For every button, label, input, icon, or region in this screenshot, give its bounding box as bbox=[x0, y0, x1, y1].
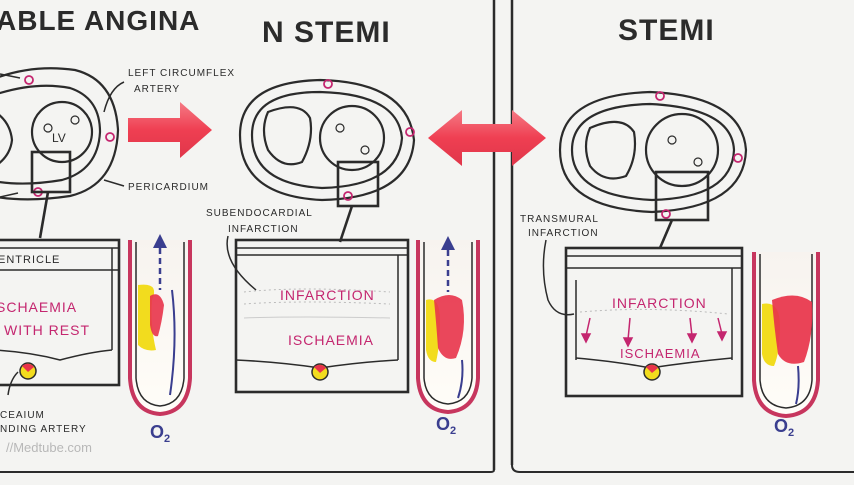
label-bottom-2: NDING ARTERY bbox=[0, 424, 87, 435]
pointer-pericardium bbox=[103, 179, 125, 187]
vessel-marker bbox=[655, 91, 665, 101]
vessel-marker bbox=[323, 79, 333, 89]
zoom-box bbox=[654, 170, 710, 222]
panel-stemi: STEMI TRANSMURAL INFARCTION bbox=[520, 14, 820, 439]
label-left-circumflex: LEFT CIRCUMFLEX bbox=[128, 68, 235, 79]
label-infarction-type-stemi: INFARCTION bbox=[528, 228, 599, 239]
label-subendocardial: SUBENDOCARDIAL bbox=[206, 208, 313, 219]
zoom-connector bbox=[658, 219, 674, 249]
pointer-artery bbox=[7, 371, 19, 396]
panel-nstemi: N STEMI SUBENDOCARDIAL INFARCTION INFARC bbox=[206, 16, 546, 437]
infarct-boundary bbox=[579, 308, 729, 315]
label-o2-2: O2 bbox=[436, 414, 456, 437]
label-bottom-1: CEAIUM bbox=[0, 410, 45, 421]
label-ventricle: ENTRICLE bbox=[0, 254, 60, 266]
vessel-marker bbox=[733, 153, 743, 163]
vessel-longitudinal-2 bbox=[416, 236, 480, 415]
coronary-artery-cross-1 bbox=[19, 362, 37, 380]
vessel-longitudinal-3 bbox=[752, 252, 820, 419]
pointer-circumflex bbox=[103, 81, 125, 113]
zoom-box bbox=[336, 160, 380, 208]
panel-border-bottom-left bbox=[0, 469, 495, 473]
arrow-to-nstemi bbox=[128, 102, 212, 158]
coronary-artery-cross-3 bbox=[643, 363, 661, 381]
label-infarction-nstemi: INFARCTION bbox=[280, 287, 375, 303]
pointer-line bbox=[0, 73, 21, 79]
label-lv: LV bbox=[52, 131, 66, 145]
papillary-marker bbox=[667, 135, 677, 145]
label-pericardium: PERICARDIUM bbox=[128, 182, 209, 193]
pointer-transmural bbox=[542, 239, 575, 316]
papillary-marker bbox=[693, 157, 703, 167]
label-artery: ARTERY bbox=[134, 84, 180, 95]
vessel-marker bbox=[405, 127, 415, 137]
papillary-marker bbox=[70, 115, 80, 125]
panel-title-unstable-angina: ABLE ANGINA bbox=[0, 5, 200, 36]
label-ischaemia-nstemi: ISCHAEMIA bbox=[288, 332, 374, 348]
label-ischaemia-stemi: ISCHAEMIA bbox=[620, 346, 701, 361]
papillary-marker bbox=[43, 123, 53, 133]
heart-cross-section-1 bbox=[0, 67, 120, 201]
panel-border-bottom-right bbox=[511, 464, 854, 473]
zoom-connector bbox=[38, 191, 50, 239]
panel-title-stemi: STEMI bbox=[618, 14, 715, 47]
label-infarction-type-nstemi: INFARCTION bbox=[228, 224, 299, 235]
myocardium-box-3 bbox=[564, 246, 744, 398]
label-o2-1: O2 bbox=[150, 422, 170, 445]
label-transmural: TRANSMURAL bbox=[520, 214, 599, 225]
vessel-marker bbox=[105, 132, 115, 142]
label-infarction-stemi: INFARCTION bbox=[612, 295, 707, 311]
arrow-nstemi-to-stemi bbox=[428, 110, 546, 166]
pointer-subendocardial bbox=[226, 235, 257, 291]
watermark: //Medtube.com bbox=[6, 440, 92, 455]
vessel-marker bbox=[661, 209, 671, 219]
panel-title-nstemi: N STEMI bbox=[262, 16, 391, 49]
panel-unstable-angina: ABLE ANGINA LV LEFT CIRCUMFLEX ARTERY PE… bbox=[0, 5, 235, 445]
papillary-marker bbox=[360, 145, 370, 155]
vessel-marker bbox=[24, 75, 34, 85]
label-ischaemia-1: SCHAEMIA bbox=[0, 299, 77, 315]
zoom-connector bbox=[338, 205, 354, 243]
heart-cross-section-3 bbox=[558, 90, 748, 214]
zoom-box bbox=[30, 150, 72, 194]
vessel-marker bbox=[343, 191, 353, 201]
myocardium-box-1 bbox=[0, 238, 121, 387]
label-o2-3: O2 bbox=[774, 416, 794, 439]
infarct-spread-arrows bbox=[580, 317, 728, 348]
vessel-longitudinal-1 bbox=[128, 234, 192, 417]
pointer-line bbox=[0, 192, 19, 198]
label-with-rest: WITH REST bbox=[4, 322, 90, 338]
papillary-marker bbox=[335, 123, 345, 133]
coronary-artery-cross-2 bbox=[311, 363, 329, 381]
heart-cross-section-2 bbox=[238, 78, 416, 202]
